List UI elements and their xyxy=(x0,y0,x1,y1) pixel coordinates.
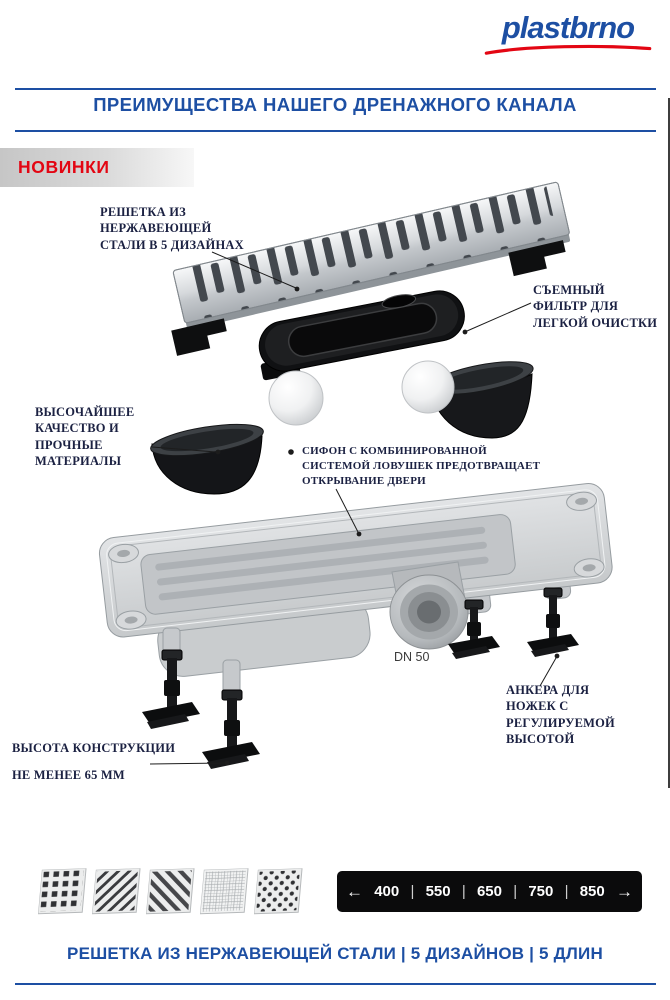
adjustable-foot-b xyxy=(202,689,260,769)
callout-quality: ВЫСОЧАЙШЕЕ КАЧЕСТВО И ПРОЧНЫЕ МАТЕРИАЛЫ xyxy=(35,405,135,468)
callout-height: ВЫСОТА КОНСТРУКЦИИ НЕ МЕНЕЕ 65 ММ xyxy=(12,740,207,784)
grate-design-swatch-1 xyxy=(37,868,87,915)
adjustable-foot-d xyxy=(527,587,579,657)
novelties-badge-label: НОВИНКИ xyxy=(18,157,110,177)
callout-siphon: СИФОН С КОМБИНИРОВАННОЙ СИСТЕМОЙ ЛОВУШЕК… xyxy=(302,445,541,487)
lengths-bar: ← 400 | 550 | 650 | 750 | 850 → xyxy=(337,871,642,912)
page-title: ПРЕИМУЩЕСТВА НАШЕГО ДРЕНАЖНОГО КАНАЛА xyxy=(93,94,577,115)
length-separator: | xyxy=(564,883,569,900)
pipe-diameter-label: DN 50 xyxy=(394,650,430,664)
grate-design-swatch-3 xyxy=(145,868,195,915)
seal-frame xyxy=(258,290,465,381)
callout-height-value: НЕ МЕНЕЕ 65 ММ xyxy=(12,768,125,783)
channel-body xyxy=(98,483,613,677)
length-value-400: 400 xyxy=(374,883,400,900)
float-ball-left xyxy=(268,370,324,426)
callout-anchors: АНКЕРА ДЛЯ НОЖЕК С РЕГУЛИРУЕМОЙ ВЫСОТОЙ xyxy=(506,683,615,746)
grate-design-swatches xyxy=(37,868,303,915)
novelties-badge: НОВИНКИ xyxy=(0,148,194,187)
length-value-650: 650 xyxy=(476,883,502,900)
trap-cup-right xyxy=(428,361,534,439)
page-edge-line xyxy=(668,98,670,788)
callout-grate: РЕШЕТКА ИЗ НЕРЖАВЕЮЩЕЙ СТАЛИ В 5 ДИЗАЙНА… xyxy=(100,205,244,252)
divider-line-under-title xyxy=(15,130,656,132)
length-value-850: 850 xyxy=(579,883,605,900)
length-separator: | xyxy=(410,883,415,900)
length-separator: | xyxy=(513,883,518,900)
grate-clamp-left xyxy=(171,318,227,356)
brand-logo: plastbrno xyxy=(478,10,658,56)
trap-cup-left xyxy=(150,423,264,495)
grate-design-swatch-2 xyxy=(91,868,141,915)
brand-logo-text: plastbrno xyxy=(501,10,635,45)
steel-grate xyxy=(171,181,571,356)
float-ball-right xyxy=(401,360,455,414)
outlet-pipe xyxy=(389,561,469,650)
length-value-750: 750 xyxy=(528,883,554,900)
length-value-550: 550 xyxy=(425,883,451,900)
logo-underline-swoosh xyxy=(484,44,652,55)
adjustable-foot-c xyxy=(448,599,500,659)
divider-line-bottom xyxy=(15,983,656,985)
grate-design-swatch-5 xyxy=(253,868,303,915)
callout-filter: СЪЕМНЫЙ ФИЛЬТР ДЛЯ ЛЕГКОЙ ОЧИСТКИ xyxy=(533,283,658,330)
callout-lines xyxy=(149,251,560,766)
foot-peg-left2 xyxy=(222,659,241,695)
arrow-right-icon: → xyxy=(615,882,633,901)
grate-clamp-right xyxy=(508,240,566,277)
adjustable-foot-a xyxy=(142,649,200,729)
arrow-left-icon: ← xyxy=(346,882,363,901)
divider-line-top xyxy=(15,88,656,90)
length-separator: | xyxy=(461,883,466,900)
footer-tagline: РЕШЕТКА ИЗ НЕРЖАВЕЮЩЕЙ СТАЛИ | 5 ДИЗАЙНО… xyxy=(67,944,603,963)
grate-design-swatch-4 xyxy=(199,868,249,915)
callout-height-title: ВЫСОТА КОНСТРУКЦИИ xyxy=(12,741,176,755)
